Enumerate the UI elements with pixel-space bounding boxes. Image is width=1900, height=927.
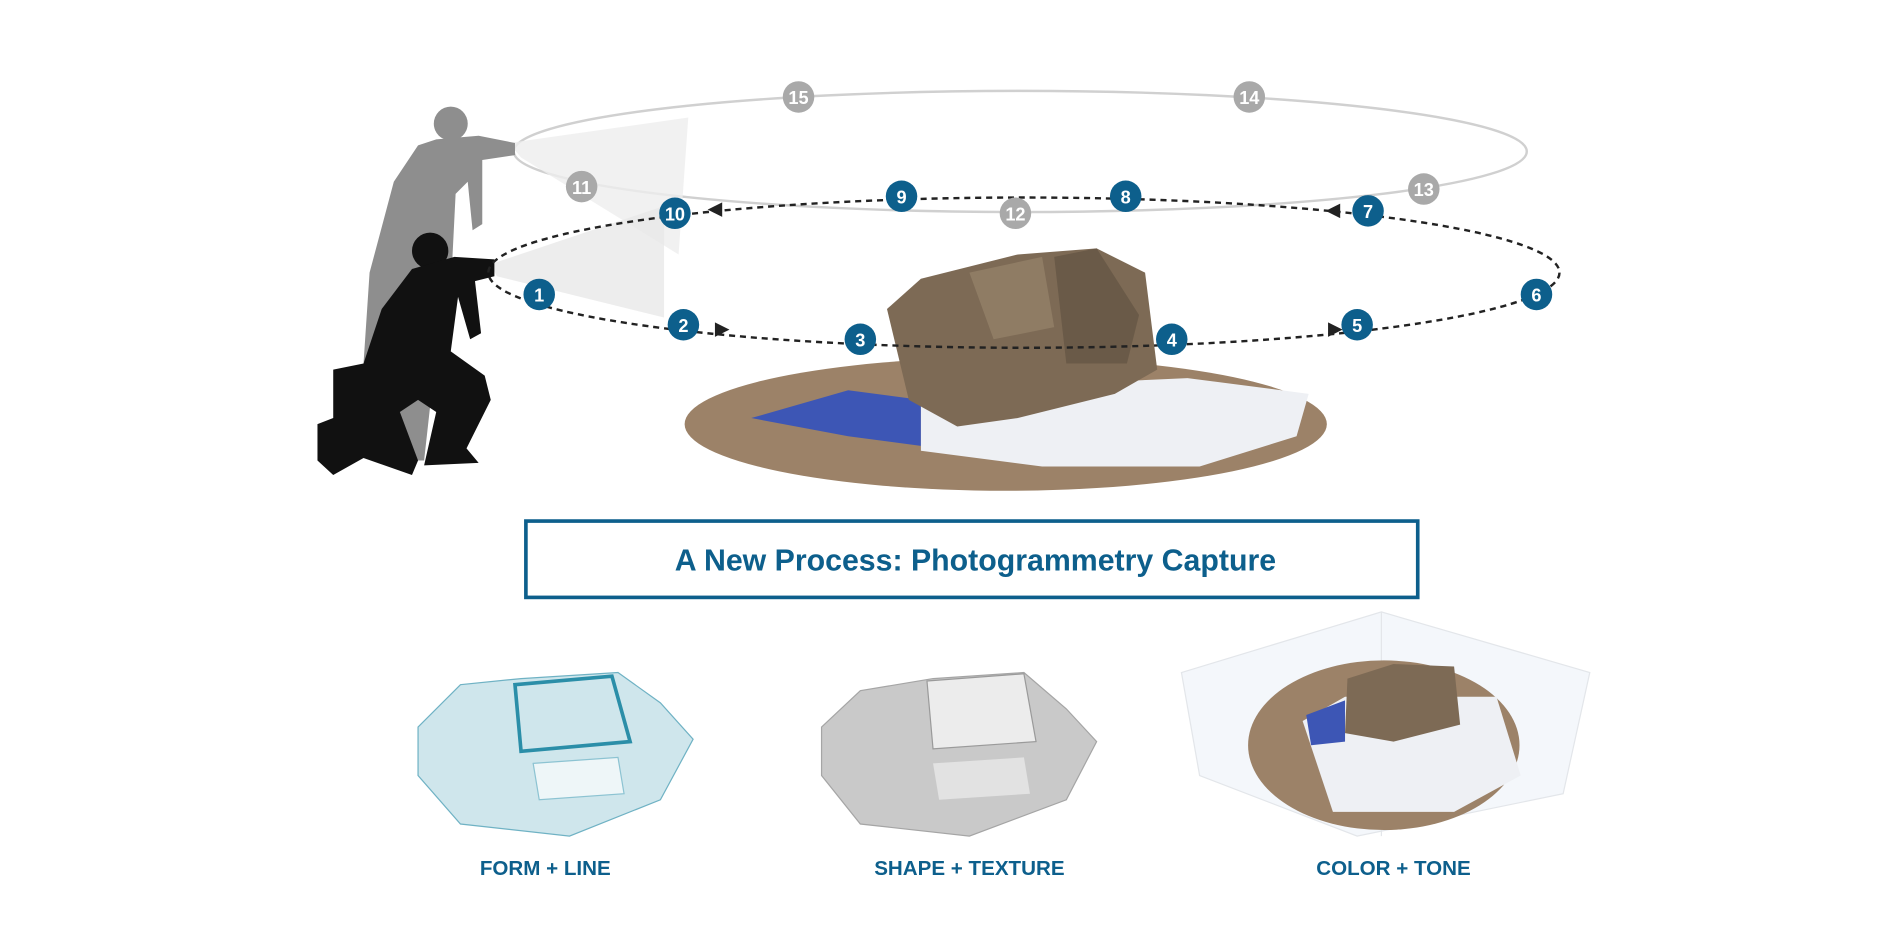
marker-number: 15 [788, 88, 808, 108]
marker-number: 1 [534, 286, 544, 306]
marker-number: 6 [1531, 286, 1541, 306]
arrow-right-icon [1328, 322, 1343, 337]
marker-number: 14 [1239, 88, 1259, 108]
stage-label: SHAPE + TEXTURE [874, 857, 1064, 880]
marker-number: 2 [678, 316, 688, 336]
orbit-marker-7: 7 [1352, 195, 1384, 227]
orbit-marker-2: 2 [667, 309, 700, 341]
stage-label: FORM + LINE [480, 857, 611, 880]
shaded-mesh-image [820, 671, 1098, 837]
marker-number: 4 [1167, 331, 1177, 351]
arrow-right-icon [714, 322, 730, 337]
orbit-direction-arrows [707, 202, 1343, 337]
orbit-marker-12: 12 [999, 197, 1032, 230]
marker-circle [885, 180, 918, 213]
marker-circle [782, 81, 815, 113]
page-title: A New Process: Photogrammetry Capture [675, 545, 1276, 578]
orbit-marker-1: 1 [523, 278, 555, 311]
marker-circle [523, 278, 555, 311]
orbit-marker-10: 10 [659, 197, 691, 230]
textured-model-image [1180, 611, 1591, 837]
stage-label: COLOR + TONE [1316, 857, 1471, 880]
marker-circle [1408, 173, 1440, 205]
marker-number: 12 [1005, 204, 1025, 224]
marker-circle [1155, 323, 1188, 356]
photographer-kneeling-silhouette [317, 232, 495, 476]
marker-circle [844, 323, 877, 356]
marker-number: 13 [1414, 180, 1434, 200]
title-box [524, 519, 1420, 600]
orbit-marker-5: 5 [1341, 309, 1373, 341]
scanned-rock-scene [684, 248, 1327, 491]
orbit-marker-13: 13 [1408, 173, 1440, 205]
orbit-marker-6: 6 [1520, 278, 1553, 311]
marker-number: 3 [855, 331, 865, 351]
marker-circle [659, 197, 691, 230]
lower-orbit-path [487, 196, 1561, 349]
marker-circle [1109, 180, 1142, 213]
marker-circle [999, 197, 1032, 230]
wireframe-mesh-image [417, 671, 694, 837]
orbit-marker-11: 11 [565, 170, 598, 203]
marker-number: 10 [665, 204, 685, 224]
marker-circle [1233, 81, 1266, 113]
orbit-marker-9: 9 [885, 180, 918, 213]
arrow-left-icon [1325, 203, 1341, 219]
marker-number: 7 [1363, 202, 1373, 222]
marker-circle [667, 309, 700, 341]
marker-circle [1520, 278, 1553, 311]
orbit-marker-15: 15 [782, 81, 815, 113]
marker-circle [565, 170, 598, 203]
camera-view-cone-lower [490, 206, 665, 318]
marker-circle [1352, 195, 1384, 227]
orbit-marker-4: 4 [1155, 323, 1188, 356]
orbit-marker-14: 14 [1233, 81, 1266, 113]
marker-number: 9 [896, 188, 906, 208]
arrow-left-icon [707, 202, 723, 217]
marker-circle [1341, 309, 1373, 341]
marker-number: 11 [572, 178, 591, 198]
marker-number: 5 [1352, 316, 1362, 336]
marker-number: 8 [1121, 188, 1131, 208]
orbit-marker-3: 3 [844, 323, 877, 356]
orbit-marker-8: 8 [1109, 180, 1142, 213]
